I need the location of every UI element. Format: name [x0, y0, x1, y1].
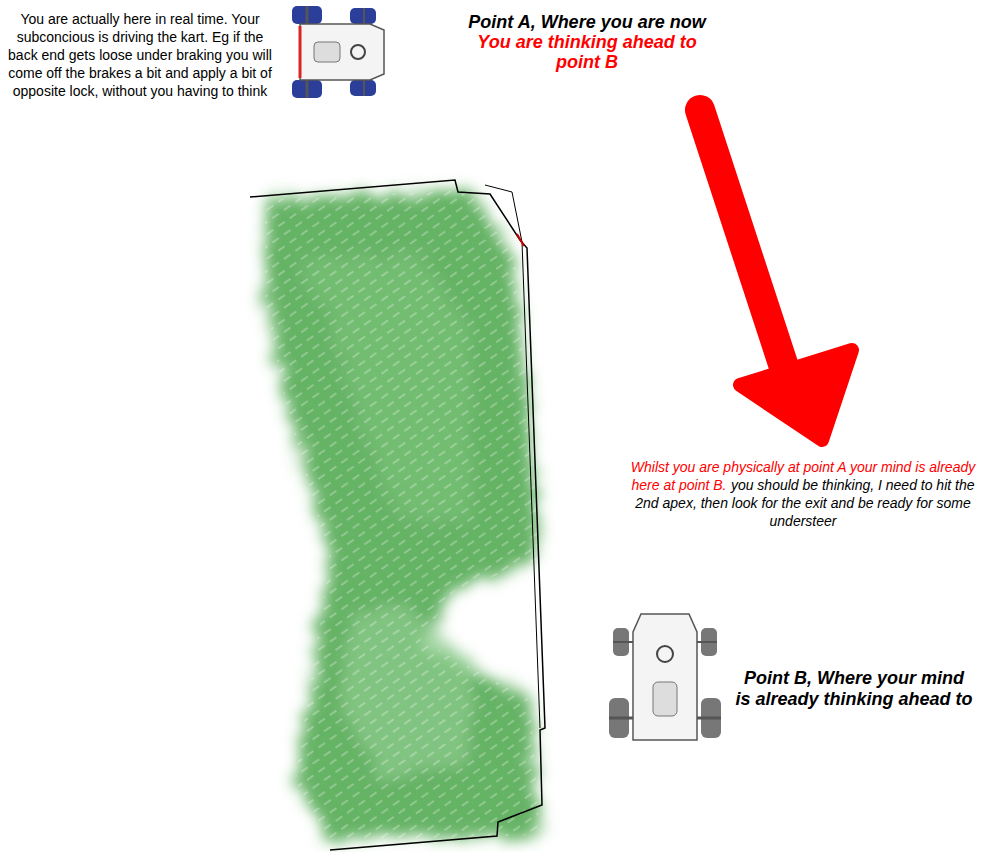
- text-group: Whilst you are physically at point A you…: [622, 458, 984, 530]
- thinking-arrow: [700, 110, 852, 440]
- point-subheading: You are thinking ahead to point B: [462, 32, 712, 72]
- note-text: You are actually here in real time. Your…: [8, 11, 272, 99]
- grass-texture: [265, 190, 540, 840]
- kart-b: [609, 614, 721, 740]
- grass-area: [265, 190, 540, 840]
- kart-a: [292, 6, 384, 98]
- track-edge: [250, 180, 545, 850]
- track-edge: [485, 185, 540, 728]
- text-group: Point B, Where your mind is already thin…: [734, 668, 974, 710]
- kerb-mark: [517, 234, 524, 246]
- point-heading: Point A, Where you are now: [462, 12, 712, 32]
- text-group: Point A, Where you are nowYou are thinki…: [462, 12, 712, 72]
- text-group: You are actually here in real time. Your…: [6, 10, 274, 100]
- point-heading: Point B, Where your mind is already thin…: [735, 668, 972, 709]
